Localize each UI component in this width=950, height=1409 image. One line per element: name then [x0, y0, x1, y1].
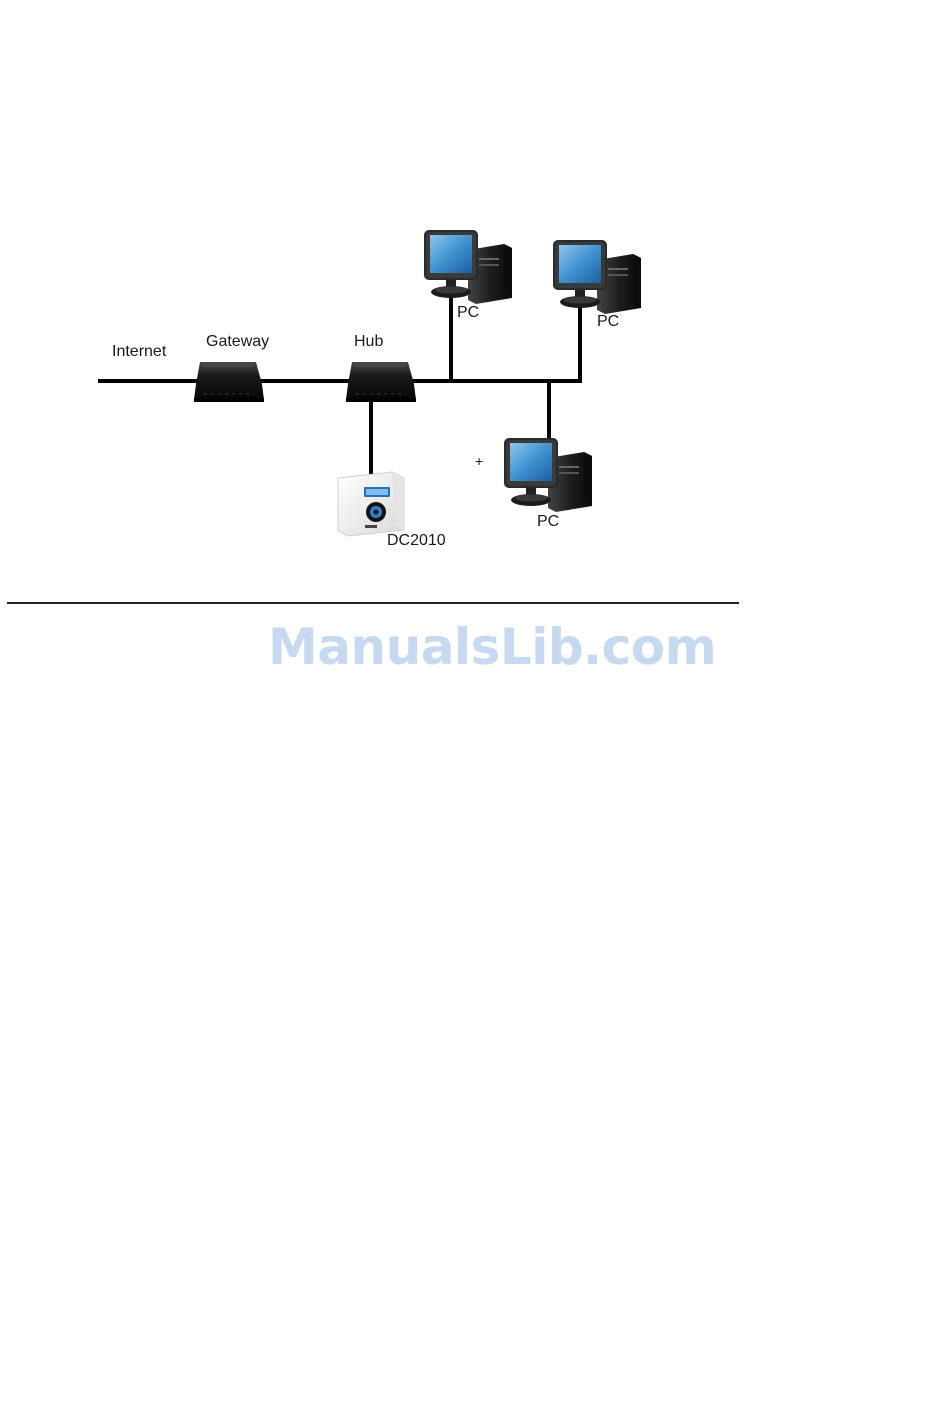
- internet-label: Internet: [112, 344, 166, 360]
- horizontal-rule: [7, 602, 739, 604]
- gateway-label: Gateway: [206, 334, 269, 350]
- hub-label: Hub: [354, 334, 383, 350]
- hub-router-icon: [346, 362, 416, 402]
- pc-bottom-label: PC: [537, 514, 559, 530]
- dc2010-label: DC2010: [387, 533, 446, 549]
- plus-mark: +: [475, 454, 483, 468]
- pc-bottom-icon: [504, 438, 592, 512]
- pc-top-left-label: PC: [457, 305, 479, 321]
- gateway-router-icon: [194, 362, 264, 402]
- watermark: ManualsLib.com: [268, 622, 716, 672]
- pc-top-right-label: PC: [597, 314, 619, 330]
- pc-top-left-icon: [424, 230, 512, 304]
- pc-top-right-icon: [553, 240, 641, 314]
- dc2010-media-device-icon: [338, 472, 404, 536]
- network-diagram: [0, 0, 950, 600]
